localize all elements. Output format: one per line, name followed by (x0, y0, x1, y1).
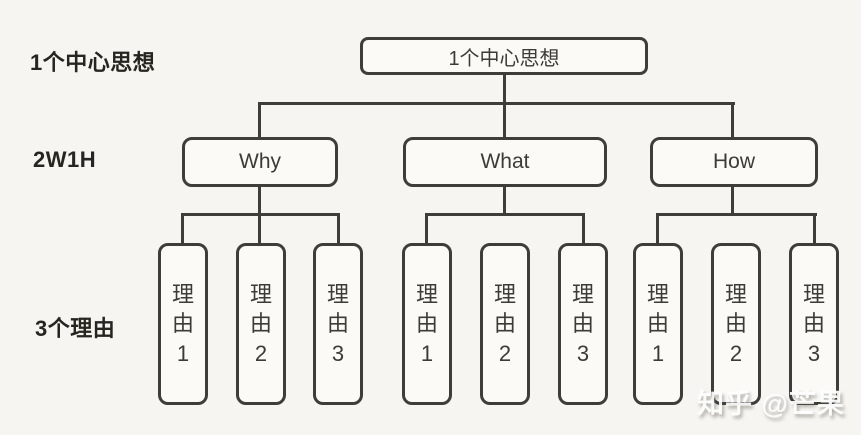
connector-how-drop (731, 102, 734, 137)
leaf-node-how-reason2: 理由2 (711, 243, 761, 405)
leaf-node-why-reason2: 理由2 (236, 243, 286, 405)
connector-what-left-stub (425, 213, 428, 243)
leaf-node-why-reason1: 理由1 (158, 243, 208, 405)
leaf-what-reason3-label: 理由3 (571, 282, 594, 366)
branch-how-label: How (712, 150, 755, 173)
root-node: 1个中心思想 (360, 37, 648, 75)
leaf-node-how-reason1: 理由1 (633, 243, 683, 405)
connector-why-drop (258, 102, 261, 137)
connector-why-horizontal (181, 213, 340, 216)
row-label-level1: 1个中心思想 (30, 50, 156, 75)
leaf-why-reason3-label: 理由3 (326, 282, 349, 366)
connector-what-right-stub (582, 213, 585, 243)
branch-what-label: What (480, 150, 530, 173)
branch-node-what: What (403, 137, 607, 187)
connector-how-right-stub (813, 213, 816, 243)
leaf-what-reason1-label: 理由1 (415, 282, 438, 366)
connector-root-vertical (503, 75, 506, 137)
leaf-node-what-reason2: 理由2 (480, 243, 530, 405)
branch-node-why: Why (182, 137, 338, 187)
leaf-why-reason2-label: 理由2 (249, 282, 272, 366)
connector-why-right-stub (337, 213, 340, 243)
leaf-why-reason1-label: 理由1 (171, 282, 194, 366)
connector-level2-horizontal (259, 102, 735, 105)
connector-how-horizontal (656, 213, 817, 216)
leaf-what-reason2-label: 理由2 (493, 282, 516, 366)
connector-why-left-stub (181, 213, 184, 243)
connector-what-mid-vertical (503, 187, 506, 216)
leaf-node-how-reason3: 理由3 (789, 243, 839, 405)
connector-how-mid-vertical (731, 187, 734, 216)
zhihu-watermark: 知乎 @芒果 (697, 389, 845, 419)
row-label-level3: 3个理由 (35, 316, 116, 341)
leaf-how-reason2-label: 理由2 (724, 282, 747, 366)
row-label-level2: 2W1H (33, 147, 97, 172)
leaf-how-reason1-label: 理由1 (646, 282, 669, 366)
leaf-node-what-reason1: 理由1 (402, 243, 452, 405)
root-node-label: 1个中心思想 (448, 47, 560, 70)
branch-why-label: Why (239, 150, 281, 173)
leaf-how-reason3-label: 理由3 (802, 282, 825, 366)
branch-node-how: How (650, 137, 818, 187)
leaf-node-what-reason3: 理由3 (558, 243, 608, 405)
connector-what-horizontal (425, 213, 585, 216)
leaf-node-why-reason3: 理由3 (313, 243, 363, 405)
connector-how-left-stub (656, 213, 659, 243)
